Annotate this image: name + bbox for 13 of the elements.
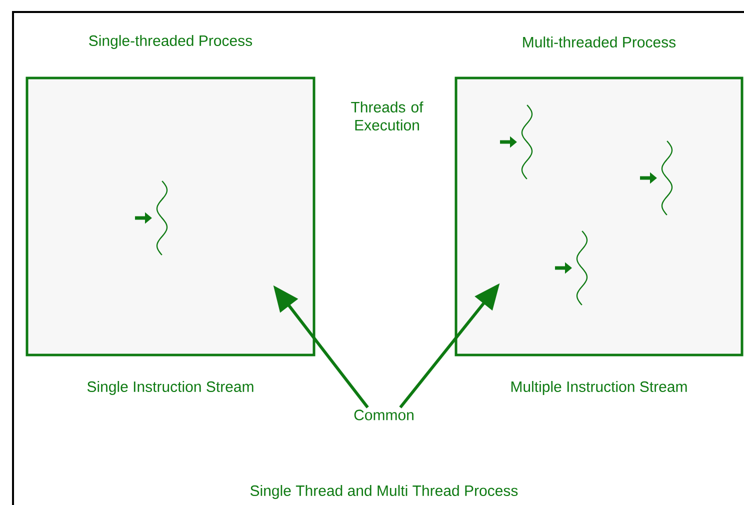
stream-label: Single Instruction Stream	[87, 381, 254, 395]
stream-label: Multiple Instruction Stream	[511, 381, 687, 395]
process-title: Single-threaded Process	[89, 35, 252, 49]
process-title: Multi-threaded Process	[523, 36, 676, 48]
thread-icon	[555, 230, 588, 306]
common-label: Common	[354, 410, 414, 420]
thread-icon	[135, 180, 168, 256]
thread-icon	[500, 104, 533, 180]
thread-icon	[640, 140, 673, 216]
process-box	[26, 76, 316, 356]
threads-label: Threads of Execution	[351, 101, 424, 130]
caption: Single Thread and Multi Thread Process	[250, 485, 518, 499]
process-box	[454, 76, 744, 356]
